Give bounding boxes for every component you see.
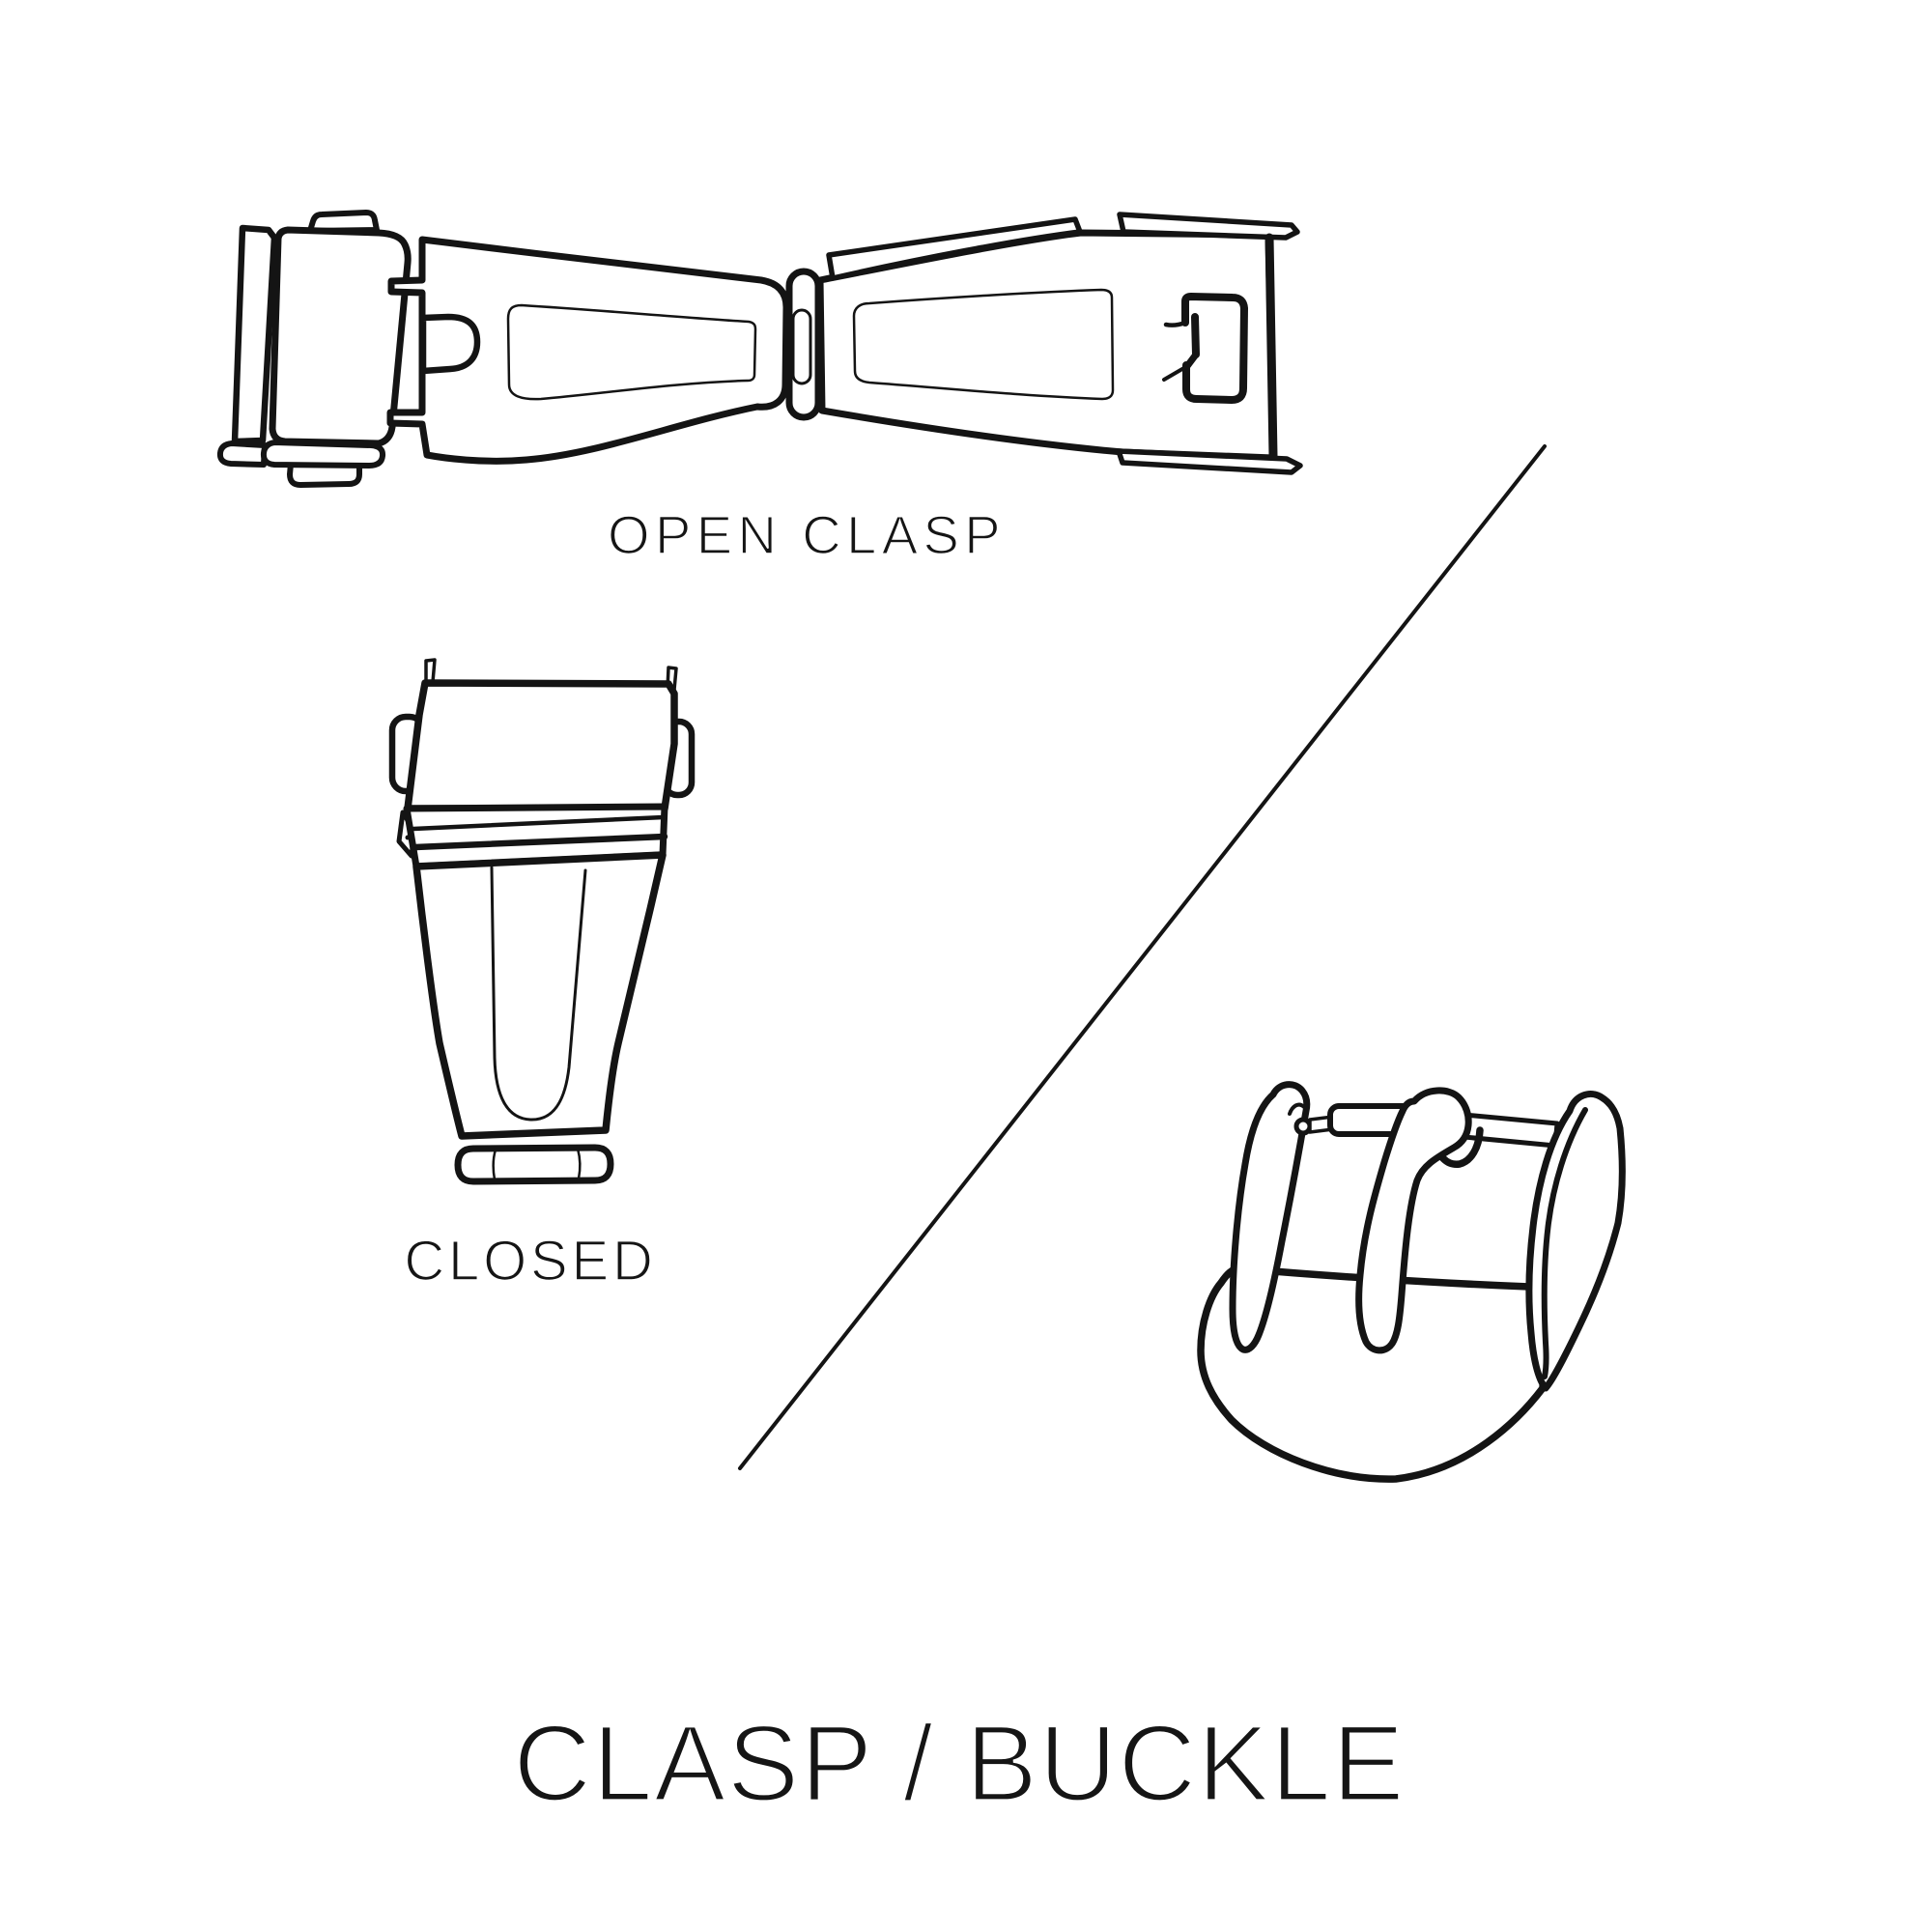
svg-text:OPEN CLASP: OPEN CLASP xyxy=(608,504,1006,565)
svg-text:CLOSED: CLOSED xyxy=(404,1230,656,1293)
svg-text:CLASP / BUCKLE: CLASP / BUCKLE xyxy=(513,1703,1406,1824)
